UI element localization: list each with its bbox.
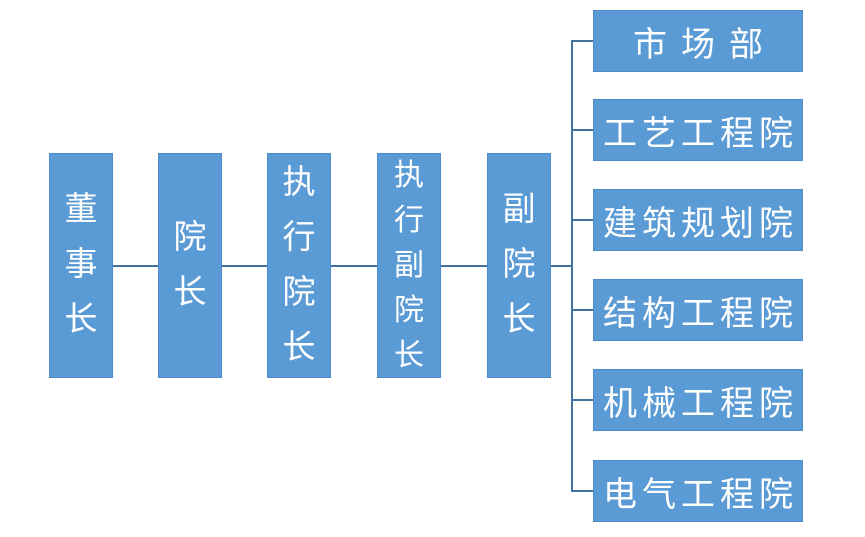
branch-node-marketing-dept: 市场部 <box>593 10 803 72</box>
branch-node-marketing-dept-label: 市场部 <box>633 26 777 64</box>
branch-node-mechanical-engineering: 机械工程院 <box>593 369 803 431</box>
chain-connector-1 <box>113 265 158 267</box>
branch-stub-1 <box>571 40 593 42</box>
branch-node-structural-engineering: 结构工程院 <box>593 279 803 341</box>
branch-node-electrical-engineering: 电气工程院 <box>593 460 803 522</box>
chain-connector-3 <box>331 265 377 267</box>
branch-stub-4 <box>571 309 593 311</box>
branch-node-mechanical-engineering-label: 机械工程院 <box>603 385 798 423</box>
branch-node-structural-engineering-label: 结构工程院 <box>603 295 798 333</box>
branch-stub-6 <box>571 490 593 492</box>
branch-node-architecture-planning: 建筑规划院 <box>593 189 803 251</box>
chain-node-executive-vice-president-label: 执行副院长 <box>393 159 424 372</box>
chain-connector-2 <box>222 265 267 267</box>
chain-node-president-label: 院长 <box>173 219 207 311</box>
chain-connector-4 <box>441 265 487 267</box>
chain-node-executive-president-label: 执行院长 <box>282 164 316 366</box>
chain-node-vice-president: 副院长 <box>487 153 551 378</box>
chain-connector-5 <box>551 265 572 267</box>
branch-stub-3 <box>571 219 593 221</box>
chain-node-chairman: 董事长 <box>49 153 113 378</box>
chain-node-executive-president: 执行院长 <box>267 153 331 378</box>
branch-node-electrical-engineering-label: 电气工程院 <box>603 476 798 514</box>
chain-node-vice-president-label: 副院长 <box>502 192 536 338</box>
branch-node-process-engineering: 工艺工程院 <box>593 99 803 161</box>
branch-stub-5 <box>571 399 593 401</box>
chain-node-president: 院长 <box>158 153 222 378</box>
branch-node-process-engineering-label: 工艺工程院 <box>603 115 798 153</box>
branch-trunk-line <box>571 40 573 492</box>
chain-node-executive-vice-president: 执行副院长 <box>377 153 441 378</box>
branch-node-architecture-planning-label: 建筑规划院 <box>603 205 798 243</box>
branch-stub-2 <box>571 129 593 131</box>
chain-node-chairman-label: 董事长 <box>64 192 98 338</box>
